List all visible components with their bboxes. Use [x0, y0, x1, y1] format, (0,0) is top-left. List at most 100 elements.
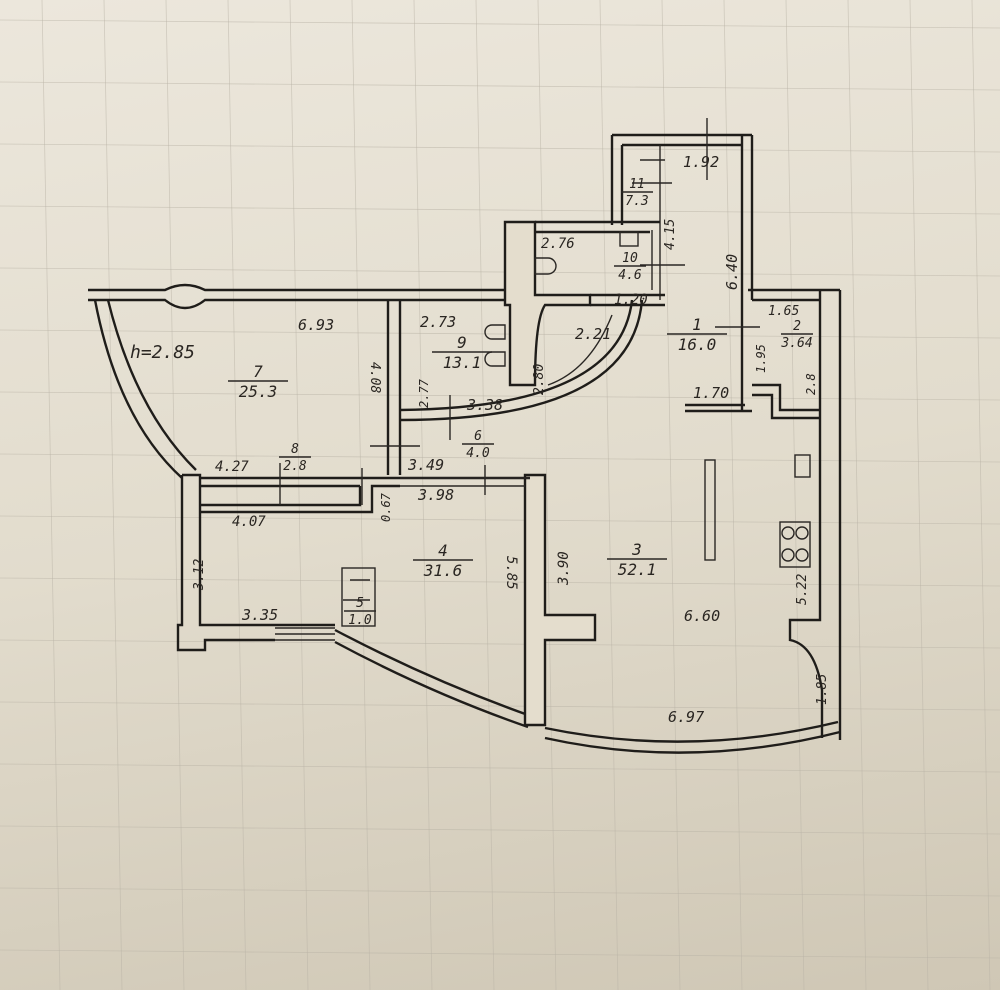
- dim-2-77: 2.77: [417, 378, 431, 408]
- room-label-10: 104.6: [614, 251, 646, 283]
- room-area: 3.64: [780, 336, 812, 351]
- dim-3-35: 3.35: [241, 606, 278, 624]
- grid-line: [971, 0, 991, 990]
- grid-line: [0, 887, 1000, 897]
- grid-line: [0, 763, 1000, 773]
- dim-6-60: 6.60: [684, 607, 720, 625]
- room-area: 4.6: [618, 268, 642, 283]
- dim-0-67: 0.67: [379, 492, 393, 522]
- room-label-7: 725.3: [228, 362, 288, 401]
- room-number: 6: [474, 429, 482, 444]
- room-number: 9: [457, 333, 467, 352]
- room-area: 4.0: [466, 446, 490, 461]
- grid-line: [909, 0, 929, 990]
- room-label-1: 116.0: [667, 315, 727, 354]
- shower-icon: [619, 231, 639, 247]
- grid-line: [0, 19, 1000, 29]
- room-area: 16.0: [678, 335, 717, 354]
- grid-line: [0, 205, 1000, 215]
- grid-line: [0, 577, 1000, 587]
- dim-2-8: 2.8: [804, 373, 818, 395]
- room-label-5: 51.0: [344, 596, 376, 628]
- room-area: 7.3: [625, 194, 648, 209]
- room-label-4: 431.6: [413, 541, 473, 580]
- grid-line: [103, 0, 123, 990]
- grid-line: [41, 0, 61, 990]
- dim-1-85: 1.85: [815, 674, 830, 705]
- room-number: 1: [692, 315, 702, 334]
- kitchen-counter: [704, 459, 716, 561]
- grid-line: [785, 0, 805, 990]
- dimension-labels: h=2.85 6.93 2.73 2.77 4.08 3.38 2.21 2.8…: [130, 153, 830, 726]
- room-label-2: 23.64: [780, 319, 813, 351]
- grid-line: [289, 0, 309, 990]
- toilet-icon: [484, 324, 506, 340]
- walls: [88, 118, 842, 754]
- dim-4-08: 4.08: [367, 362, 382, 393]
- room-labels: 116.023.64352.1431.651.064.0725.382.8913…: [228, 177, 813, 628]
- room-number: 8: [291, 442, 299, 457]
- dim-3-38: 3.38: [466, 396, 503, 414]
- room-label-9: 913.1: [432, 333, 492, 372]
- grid-line: [0, 825, 1000, 835]
- dim-2-21: 2.21: [575, 325, 611, 343]
- room-area: 1.0: [348, 613, 372, 628]
- room-area: 2.8: [283, 459, 307, 474]
- dim-2-73: 2.73: [420, 313, 456, 331]
- room-number: 2: [793, 319, 801, 334]
- room-number: 5: [356, 596, 364, 611]
- grid-line: [0, 81, 1000, 91]
- room-label-6: 64.0: [462, 429, 494, 461]
- dim-1-65: 1.65: [768, 304, 799, 319]
- toilet-icon: [534, 257, 557, 275]
- dim-4-27: 4.27: [215, 459, 249, 475]
- room-area: 31.6: [423, 561, 463, 580]
- dim-3-49: 3.49: [407, 456, 444, 474]
- grid-line: [0, 267, 1000, 277]
- dim-1-20: 1.20: [614, 292, 648, 308]
- room-area: 13.1: [443, 353, 482, 372]
- dim-1-95: 1.95: [754, 344, 768, 373]
- grid-line: [227, 0, 247, 990]
- dim-2-76: 2.76: [541, 236, 575, 252]
- room-number: 7: [253, 362, 263, 381]
- grid-line: [847, 0, 867, 990]
- grid-line: [661, 0, 681, 990]
- room-area: 25.3: [239, 382, 278, 401]
- grid-line: [0, 391, 1000, 401]
- grid-line: [0, 701, 1000, 711]
- dim-6-93: 6.93: [298, 316, 334, 334]
- closet-5: [341, 567, 376, 627]
- dim-1-70: 1.70: [693, 384, 729, 402]
- room-area: 52.1: [618, 560, 657, 579]
- door-swing: [547, 314, 613, 386]
- grid-line: [723, 0, 743, 990]
- dim-5-22: 5.22: [795, 574, 810, 605]
- dim-6-40: 6.40: [723, 254, 741, 290]
- grid-line: [0, 949, 1000, 959]
- grid-line: [599, 0, 619, 990]
- dim-5-85: 5.85: [503, 556, 519, 590]
- washbasin-icon: [484, 351, 506, 367]
- fixtures: [341, 231, 811, 627]
- dim-3-90: 3.90: [556, 551, 572, 586]
- dim-2-80: 2.80: [532, 364, 547, 395]
- grid-line: [413, 0, 433, 990]
- ceiling-height: h=2.85: [130, 342, 195, 363]
- stove-icon: [779, 521, 811, 568]
- grid-line: [537, 0, 557, 990]
- sink-icon: [794, 454, 811, 478]
- dim-1-92: 1.92: [683, 153, 719, 171]
- room-label-3: 352.1: [607, 540, 667, 579]
- grid-line: [165, 0, 185, 990]
- dim-6-97: 6.97: [668, 708, 704, 726]
- grid-line: [0, 329, 1000, 339]
- grid-line: [0, 515, 1000, 525]
- dim-4-07: 4.07: [232, 514, 266, 530]
- room-number: 4: [438, 541, 448, 560]
- grid-line: [0, 639, 1000, 649]
- room-label-11: 117.3: [621, 177, 653, 209]
- room-number: 10: [622, 251, 638, 266]
